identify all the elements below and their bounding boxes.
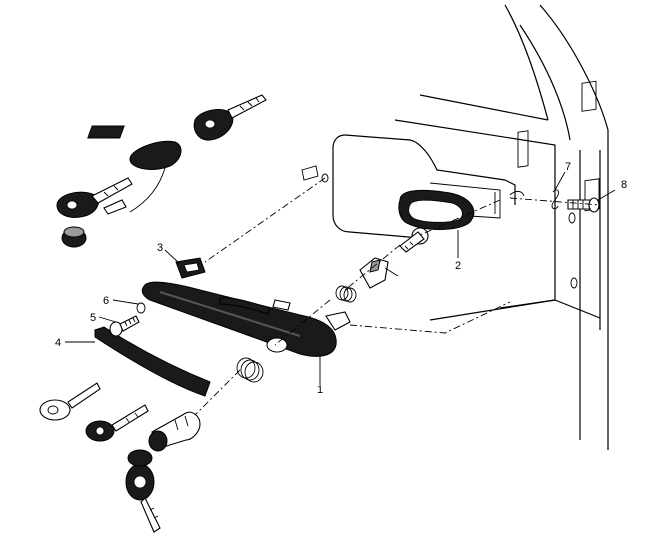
part-6-washer <box>136 302 146 314</box>
callout-6: 6 <box>103 295 109 307</box>
callout-5: 5 <box>90 312 96 324</box>
part-5-screw <box>109 315 140 337</box>
callout-labels: 1 2 3 4 5 6 7 8 <box>55 161 627 396</box>
part-3-gasket <box>175 257 206 279</box>
latch-piece <box>359 257 399 289</box>
bolt <box>399 227 429 253</box>
part-2-gasket <box>398 189 475 230</box>
lock-cap <box>61 226 87 248</box>
callout-2: 2 <box>455 260 461 272</box>
callout-8: 8 <box>621 179 627 191</box>
part-1-handle <box>141 281 351 357</box>
lock-cylinder <box>148 411 201 452</box>
spring <box>236 357 264 383</box>
key-with-head <box>56 177 133 218</box>
part-7-clip <box>551 189 559 210</box>
remote-fob <box>87 125 182 213</box>
small-clip <box>301 165 329 183</box>
key-lower-2 <box>85 404 149 442</box>
part-4-trim-strip <box>94 326 211 397</box>
leader-lines <box>65 171 616 385</box>
key-with-remote <box>193 94 267 141</box>
assembly-lines <box>194 177 601 416</box>
callout-7: 7 <box>565 161 571 173</box>
key-lower-1 <box>39 382 101 421</box>
key-lower-3 <box>125 449 161 533</box>
callout-4: 4 <box>55 337 61 349</box>
spring-small <box>335 285 357 303</box>
callout-1: 1 <box>317 384 323 396</box>
callout-3: 3 <box>157 242 163 254</box>
part-8-screw <box>567 197 600 213</box>
door-panel <box>332 4 609 450</box>
handle-recess <box>332 134 516 239</box>
